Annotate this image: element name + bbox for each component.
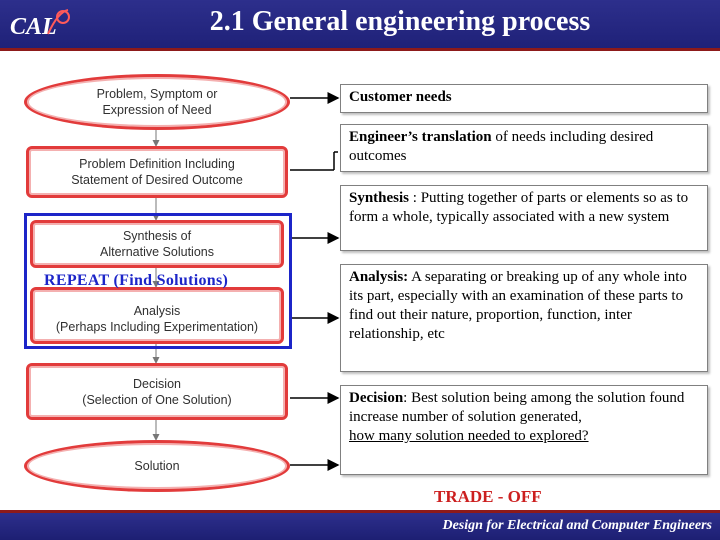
desc-decision-term: Decision xyxy=(349,390,404,406)
desc-engineer-text: of needs including desired outcomes xyxy=(349,129,654,164)
flow-step-synthesis-line1: Synthesis of xyxy=(122,229,192,243)
desc-engineer-term: Engineer’s translation xyxy=(349,129,492,145)
desc-analysis-text: A separating or breaking up of any whole… xyxy=(349,269,687,342)
desc-customer-text: Customer needs xyxy=(349,89,452,105)
flow-step-decision-line2: (Selection of One Solution) xyxy=(82,392,232,407)
logo-text: CAL xyxy=(10,14,57,40)
desc-decision: Decision: Best solution being among the … xyxy=(340,385,708,475)
flow-step-analysis: Analysis (Perhaps Including Experimentat… xyxy=(30,287,284,344)
flow-step-problem-line1: Problem, Symptom or xyxy=(96,87,218,101)
footer-divider xyxy=(0,510,720,513)
footer-bar xyxy=(0,513,720,540)
flow-step-definition: Problem Definition Including Statement o… xyxy=(26,146,288,198)
desc-synthesis-term: Synthesis xyxy=(349,190,410,206)
desc-decision-question: how many solution needed to explored? xyxy=(349,428,589,444)
flow-step-solution-line1: Solution xyxy=(134,459,180,473)
flow-step-definition-line1: Problem Definition Including xyxy=(79,157,235,171)
footer-text: Design for Electrical and Computer Engin… xyxy=(442,518,712,533)
header-bar xyxy=(0,0,720,48)
flow-step-synthesis-line2: Alternative Solutions xyxy=(100,245,214,259)
flow-step-solution: Solution xyxy=(24,440,290,492)
desc-analysis: Analysis: A separating or breaking up of… xyxy=(340,264,708,372)
page-title: 2.1 General engineering process xyxy=(209,6,591,37)
desc-engineer-translation: Engineer’s translation of needs includin… xyxy=(340,124,708,172)
repeat-loop-frame xyxy=(24,213,292,349)
desc-customer-needs: Customer needs xyxy=(340,84,708,113)
desc-analysis-term: Analysis: xyxy=(349,269,409,285)
flow-step-synthesis: Synthesis of Alternative Solutions xyxy=(30,220,284,268)
cal-logo-icon: CAL xyxy=(10,9,70,40)
flow-step-problem-line2: Expression of Need xyxy=(102,103,212,117)
header-divider xyxy=(0,48,720,51)
flow-step-decision: Decision (Selection of One Solution) xyxy=(26,363,288,420)
desc-synthesis: Synthesis : Putting together of parts or… xyxy=(340,185,708,251)
desc-synthesis-text: : Putting together of parts or elements … xyxy=(349,190,689,225)
flow-step-analysis-line1: Analysis xyxy=(133,304,181,318)
desc-decision-text: : Best solution being among the solution… xyxy=(349,390,685,425)
logo: CAL xyxy=(8,6,74,42)
flow-step-decision-line1: Decision xyxy=(133,376,181,391)
flow-step-analysis-line2: (Perhaps Including Experimentation) xyxy=(55,320,259,334)
trade-off-label: TRADE - OFF xyxy=(434,487,542,506)
flow-step-problem: Problem, Symptom or Expression of Need xyxy=(24,74,290,130)
repeat-label: REPEAT (Find Solutions) xyxy=(44,272,229,289)
flow-step-definition-line2: Statement of Desired Outcome xyxy=(71,173,243,187)
